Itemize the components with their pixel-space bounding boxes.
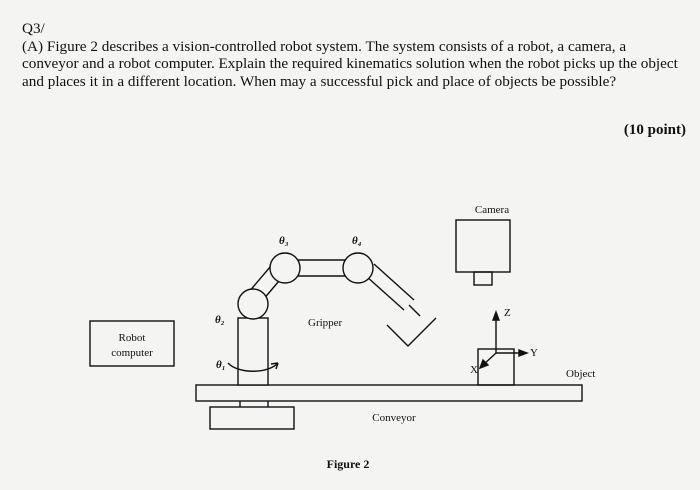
axis-z-label: Z xyxy=(504,307,511,319)
joint-2 xyxy=(237,288,269,320)
question-text: (A) Figure 2 describes a vision-controll… xyxy=(22,37,678,90)
robot-computer-label-1: Robot xyxy=(119,332,146,344)
robot-computer-label-2: computer xyxy=(111,347,153,359)
question-number: Q3/ xyxy=(22,20,45,37)
theta2-label: θ₂ xyxy=(215,314,225,326)
theta3-label: θ₃ xyxy=(279,235,289,247)
theta4-label: θ₄ xyxy=(352,235,362,247)
theta1-rotation-arrow xyxy=(227,362,279,372)
gripper-label: Gripper xyxy=(308,317,343,329)
camera-lens xyxy=(473,271,493,286)
question-points: (10 point) xyxy=(623,122,686,138)
camera-body xyxy=(455,219,511,273)
figure-caption: Figure 2 xyxy=(327,457,370,471)
joint-4 xyxy=(342,252,374,284)
theta1-label: θ₁ xyxy=(216,359,226,371)
axis-y-label: Y xyxy=(530,347,538,359)
object-label: Object xyxy=(566,368,595,380)
gripper xyxy=(386,317,437,347)
robot-base-plate xyxy=(209,406,295,430)
joint-3 xyxy=(269,252,301,284)
conveyor-label: Conveyor xyxy=(372,412,416,424)
conveyor-belt xyxy=(195,384,583,402)
robot-base-column xyxy=(237,317,269,386)
camera-label: Camera xyxy=(475,204,509,216)
axis-x-label: X xyxy=(470,364,478,376)
question-block: Q3/ (A) Figure 2 describes a vision-cont… xyxy=(22,20,684,90)
robot-computer-box xyxy=(89,320,175,367)
